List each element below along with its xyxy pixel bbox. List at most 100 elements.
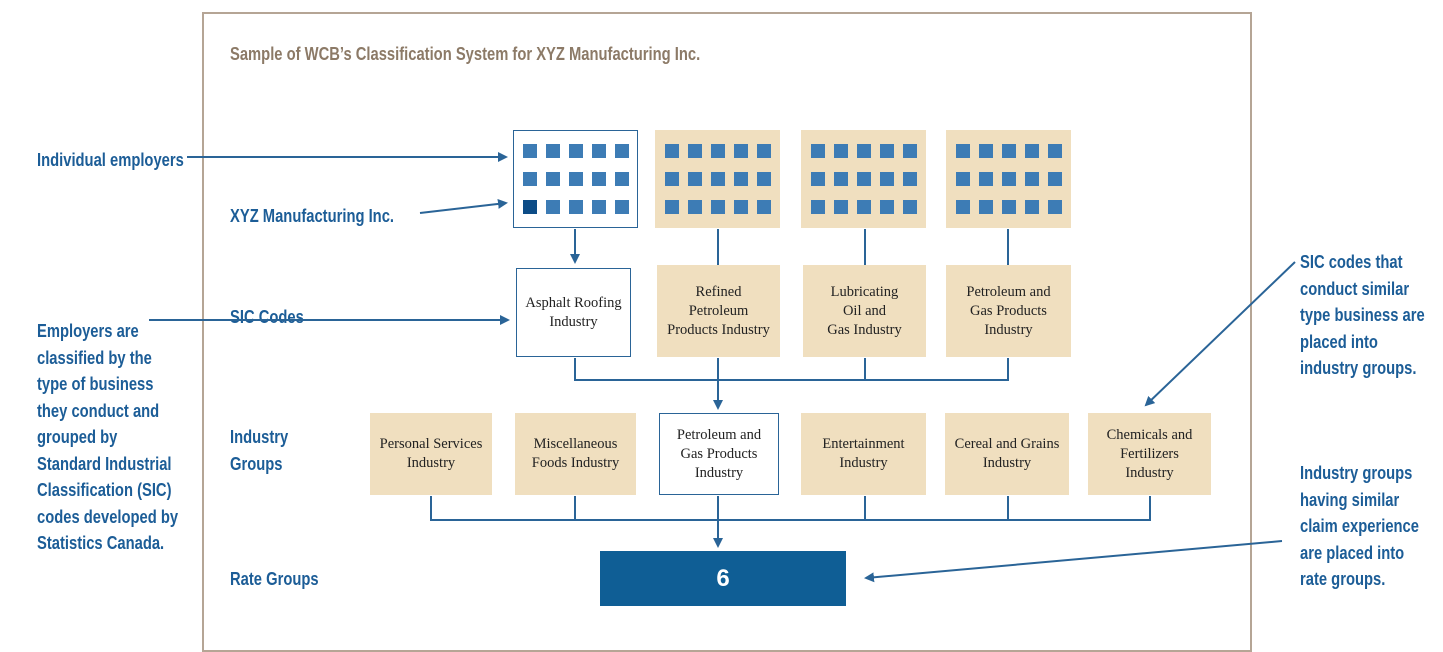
employer-window [1025,200,1039,214]
employer-window [811,144,825,158]
employer-window [568,171,583,186]
diagram-title: Sample of WCB’s Classification System fo… [230,44,701,64]
industry-box-line: Miscellaneous [533,436,618,452]
employer-window [568,199,583,214]
employer-window [903,172,917,186]
employer-window [1025,172,1039,186]
sic-box-line: Gas Industry [827,321,902,338]
employer-window [522,143,537,158]
employer-window [979,200,993,214]
left-note: Employers are classified by the type of … [37,318,178,557]
label-industry-groups-line: Industry [230,427,289,447]
employer-window-xyz [522,199,537,214]
left-note-line: codes developed by [37,506,179,527]
industry-box-line: Entertainment [822,436,905,452]
employer-window [757,144,771,158]
employer-window [665,200,679,214]
right-note-rate: Industry groups having similar claim exp… [1300,460,1419,593]
left-note-line: grouped by [37,427,118,447]
employer-window [956,200,970,214]
left-note-line: classified by the [37,347,152,368]
sic-box-asphalt-roofing: Asphalt Roofing Industry [516,268,631,357]
employer-window [811,172,825,186]
employer-window [734,200,748,214]
employer-window [568,143,583,158]
right-note-rate-line: rate groups. [1300,569,1386,589]
left-note-line: they conduct and [37,400,160,421]
employer-window [1002,144,1016,158]
right-note-rate-line: are placed into [1300,542,1405,563]
employer-window [979,172,993,186]
industry-box-line: Petroleum and [676,426,762,443]
sic-box-line: Lubricating [830,283,899,300]
employer-window [903,200,917,214]
employer-window [1048,172,1062,186]
sic-box-line: Asphalt Roofing [525,294,622,311]
industry-box-line: Industry [982,455,1032,471]
employer-window [857,144,871,158]
employer-window [711,200,725,214]
right-note-sic-line: placed into [1300,331,1378,352]
rate-group-box: 6 [600,551,846,606]
employer-window [711,144,725,158]
right-note-sic-line: conduct similar [1300,278,1410,299]
employer-window [857,172,871,186]
sic-box-lubricating-oil: Lubricating Oil and Gas Industry [803,265,926,357]
employer-window [880,172,894,186]
sic-box-refined-petroleum: Refined Petroleum Products Industry [657,265,780,357]
employer-window [1002,200,1016,214]
sic-box-line: Products Industry [667,321,770,338]
right-note-rate-line: Industry groups [1300,463,1413,483]
industry-box-line: Industry [694,464,744,481]
employer-grid [655,130,780,228]
employer-window [834,172,848,186]
employer-window [1048,144,1062,158]
industry-box-line: Personal Services [379,436,483,452]
industry-box-personal-services: Personal Services Industry [370,413,492,495]
employer-window [979,144,993,158]
employer-window [956,172,970,186]
left-note-line: Employers are [37,321,139,341]
employer-window [757,172,771,186]
industry-box-line: Fertilizers [1120,445,1179,462]
employer-window [688,200,702,214]
sic-box-line: Industry [984,321,1033,338]
left-note-line: Classification (SIC) [37,480,172,500]
left-note-line: Statistics Canada. [37,533,165,553]
industry-box-line: Industry [1125,464,1174,481]
right-note-sic-line: industry groups. [1300,358,1417,378]
employer-window [757,200,771,214]
employer-grid-xyz [513,130,638,228]
industry-box-line: Cereal and Grains [954,436,1060,452]
left-note-line: type of business [37,374,154,394]
pointer-sic-to-industry [1144,261,1296,407]
employer-window [665,144,679,158]
right-note-sic: SIC codes that conduct similar type busi… [1300,249,1425,382]
employer-window [834,200,848,214]
industry-box-cereal-grains: Cereal and Grains Industry [945,413,1069,495]
right-note-rate-line: having similar [1300,489,1400,510]
label-xyz-manufacturing: XYZ Manufacturing Inc. [230,206,395,226]
employer-window [880,144,894,158]
label-rate-groups: Rate Groups [230,569,319,589]
employer-window [857,200,871,214]
industry-box-entertainment: Entertainment Industry [801,413,926,495]
employer-window [956,144,970,158]
label-industry-groups: Industry Groups [230,424,288,477]
employer-window [711,172,725,186]
sic-box-line: Industry [549,313,598,330]
employer-window [688,172,702,186]
employer-window [734,144,748,158]
sic-box-line: Refined [695,283,742,300]
industry-box-line: Industry [406,455,456,471]
employer-window [1002,172,1016,186]
employer-window [688,144,702,158]
employer-window [614,143,629,158]
pointer-rate-groups [864,540,1283,583]
industry-box-line: Gas Products [680,445,758,462]
employer-window [614,171,629,186]
employer-window [1048,200,1062,214]
industry-box-line: Chemicals and [1106,426,1193,443]
employer-grid [946,130,1071,228]
employer-window [545,171,560,186]
